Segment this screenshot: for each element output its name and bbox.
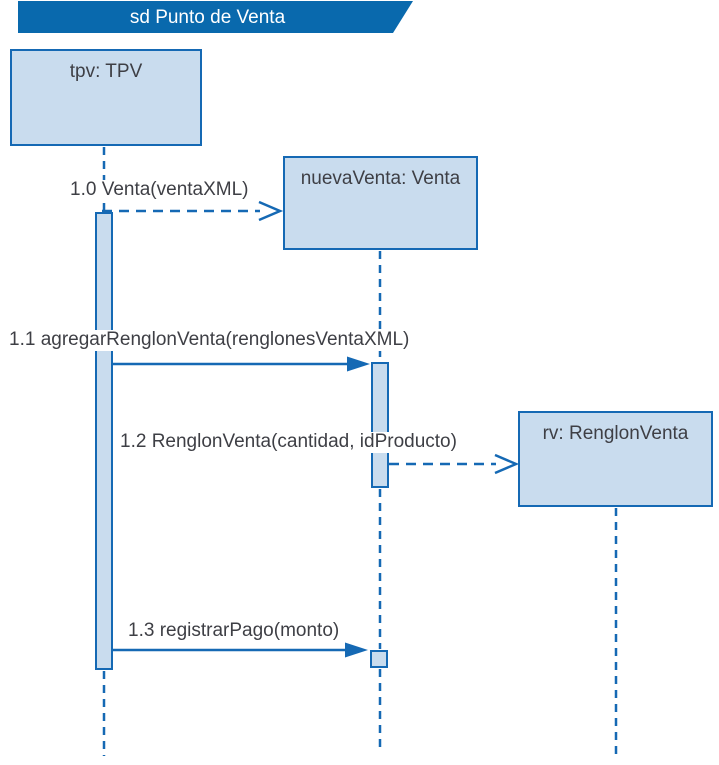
message-label-1-0: 1.0 Venta(ventaXML) (68, 179, 251, 201)
object-box-tpv: tpv: TPV (10, 49, 202, 146)
filled-arrowhead-icon (345, 642, 368, 658)
filled-arrowhead-icon (347, 356, 370, 372)
message-label-1-2: 1.2 RenglonVenta(cantidad, idProducto) (118, 431, 459, 453)
activation-bar-tpv (95, 212, 113, 670)
message-label-1-1: 1.1 agregarRenglonVenta(renglonesVentaXM… (7, 329, 412, 351)
object-label-rv: rv: RenglonVenta (542, 423, 689, 444)
frame-title: sd Punto de Venta (129, 6, 286, 28)
open-arrowhead-icon (494, 453, 520, 475)
frame-title-banner: sd Punto de Venta (18, 1, 413, 33)
object-label-nuevaventa: nuevaVenta: Venta (300, 168, 461, 189)
message-label-1-3: 1.3 registrarPago(monto) (126, 620, 342, 642)
object-box-rv: rv: RenglonVenta (518, 411, 713, 507)
object-box-nuevaventa: nuevaVenta: Venta (283, 156, 478, 250)
activation-bar-nuevaventa-pago (370, 650, 388, 668)
object-label-tpv: tpv: TPV (69, 61, 143, 82)
open-arrowhead-icon (258, 200, 284, 222)
activation-bar-nuevaventa (371, 362, 389, 488)
